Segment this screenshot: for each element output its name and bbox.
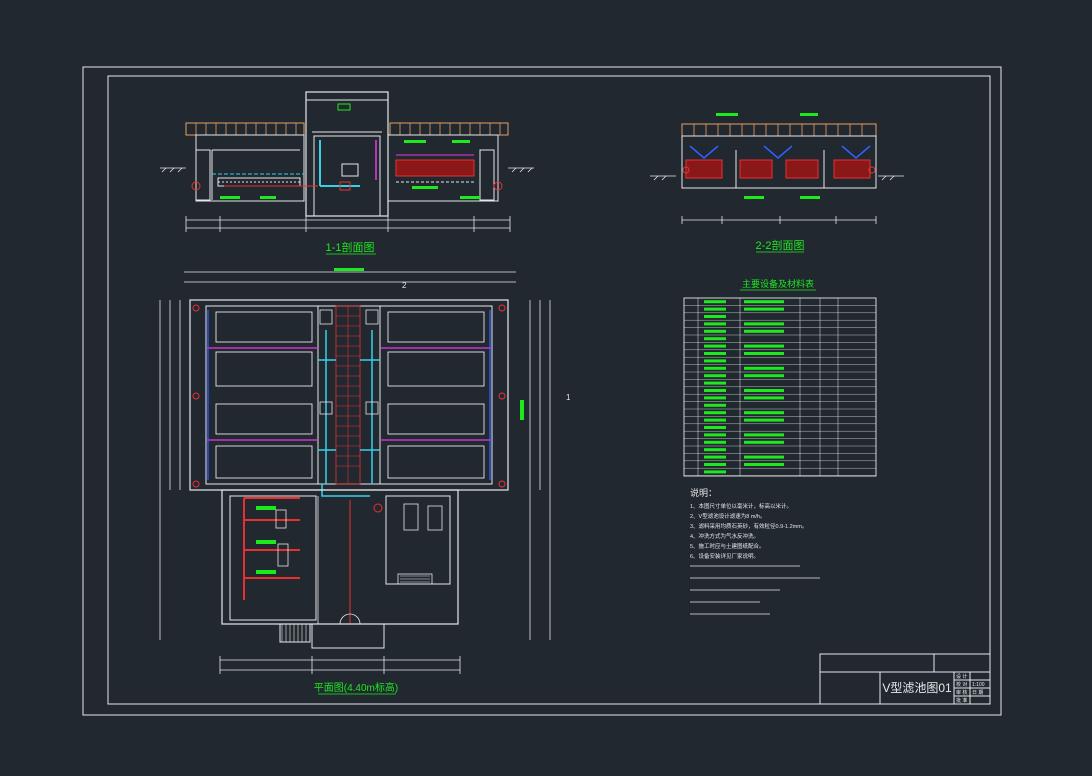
section-2-basin (681, 135, 877, 189)
note-line-3: 3、滤料采用均质石英砂，有效粒径0.9-1.2mm。 (690, 522, 807, 530)
notes-title: 说明： (690, 487, 717, 498)
section-2-roof (681, 123, 877, 137)
title-row-3-label: 审 核 (956, 689, 967, 696)
note-line-4: 4、冲洗方式为气水反冲洗。 (690, 532, 759, 540)
equipment-table: 主要设备及材料表 (683, 278, 877, 477)
notes-block: 说明： 1、本图尺寸单位以毫米计，标高以米计。 2、V型滤池设计滤速为8 m/h… (690, 487, 820, 615)
table-cell-text (704, 440, 726, 444)
section-1-title: 1-1剖面图 (326, 240, 375, 254)
table-cell-text (704, 418, 726, 422)
table-cell-text (704, 403, 726, 407)
table-cell-text (744, 389, 784, 392)
table-cell-text (704, 366, 726, 370)
table-cell-text (704, 307, 726, 311)
plan-filter-building (189, 299, 509, 491)
table-cell-text (704, 329, 726, 333)
table-cell-text (704, 300, 726, 304)
cut-mark-2: 2 (402, 281, 407, 290)
cut-mark-1: 1 (566, 393, 571, 402)
title-row-4-label: 批 准 (956, 697, 967, 704)
equipment-table-title: 主要设备及材料表 (742, 278, 814, 289)
table-cell-text (704, 337, 726, 341)
table-cell-text (704, 455, 726, 459)
table-cell-text (744, 366, 784, 370)
section-2-title: 2-2剖面图 (756, 238, 805, 252)
table-cell-text (744, 307, 784, 311)
table-cell-text (744, 352, 784, 355)
table-cell-text (704, 389, 726, 392)
sheet-inner-border (107, 75, 991, 705)
table-cell-text (744, 418, 784, 422)
title-row-3-value: 日 期 (972, 690, 983, 696)
note-line-5: 5、施工时应与土建图纸配合。 (690, 542, 765, 550)
table-cell-text (744, 300, 784, 304)
table-cell-text (744, 322, 784, 326)
section-2-2: 2-2剖面图 (650, 113, 904, 253)
table-cell-text (704, 374, 726, 378)
section-1-1: 1-1剖面图 (160, 91, 534, 255)
title-row-1-label: 设 计 (956, 673, 967, 680)
table-cell-text (704, 315, 726, 318)
note-line-2: 2、V型滤池设计滤速为8 m/h。 (690, 512, 765, 520)
table-cell-text (704, 344, 726, 348)
plan-view: 2 1 平面图(4.40m标高) (159, 268, 571, 695)
table-cell-text (744, 344, 784, 348)
table-cell-text (744, 433, 784, 437)
table-cell-text (744, 463, 784, 466)
plan-pipe-gallery-building (221, 489, 459, 625)
table-cell-text (704, 433, 726, 437)
plan-central-gallery (317, 305, 381, 485)
drawing-name: V型滤池图01 (882, 681, 952, 695)
title-block: V型滤池图01 设 计 校 对 审 核 批 准 1:100 日 期 (819, 653, 991, 705)
table-cell-text (704, 463, 726, 466)
table-cell-text (704, 352, 726, 355)
table-cell-text (744, 396, 784, 400)
table-cell-text (704, 448, 726, 452)
table-cell-text (744, 411, 784, 415)
table-cell-text (704, 411, 726, 415)
title-row-2-label: 校 对 (956, 681, 967, 688)
title-row-2-value: 1:100 (972, 682, 985, 688)
section-1-filter-media (395, 159, 475, 177)
table-cell-text (704, 470, 726, 474)
sheet-outer-border (82, 66, 1002, 716)
table-cell-text (704, 359, 726, 363)
table-cell-text (704, 396, 726, 400)
note-line-6: 6、设备安装详见厂家说明。 (690, 552, 759, 560)
plan-title: 平面图(4.40m标高) (314, 681, 398, 694)
table-cell-text (744, 374, 784, 378)
table-cell-text (704, 426, 726, 429)
section-1-right-basin (387, 134, 499, 202)
table-cell-text (744, 329, 784, 333)
table-cell-text (704, 381, 726, 385)
note-line-1: 1、本图尺寸单位以毫米计，标高以米计。 (690, 502, 792, 510)
table-cell-text (704, 322, 726, 326)
table-cell-text (744, 455, 784, 459)
table-cell-text (744, 440, 784, 444)
